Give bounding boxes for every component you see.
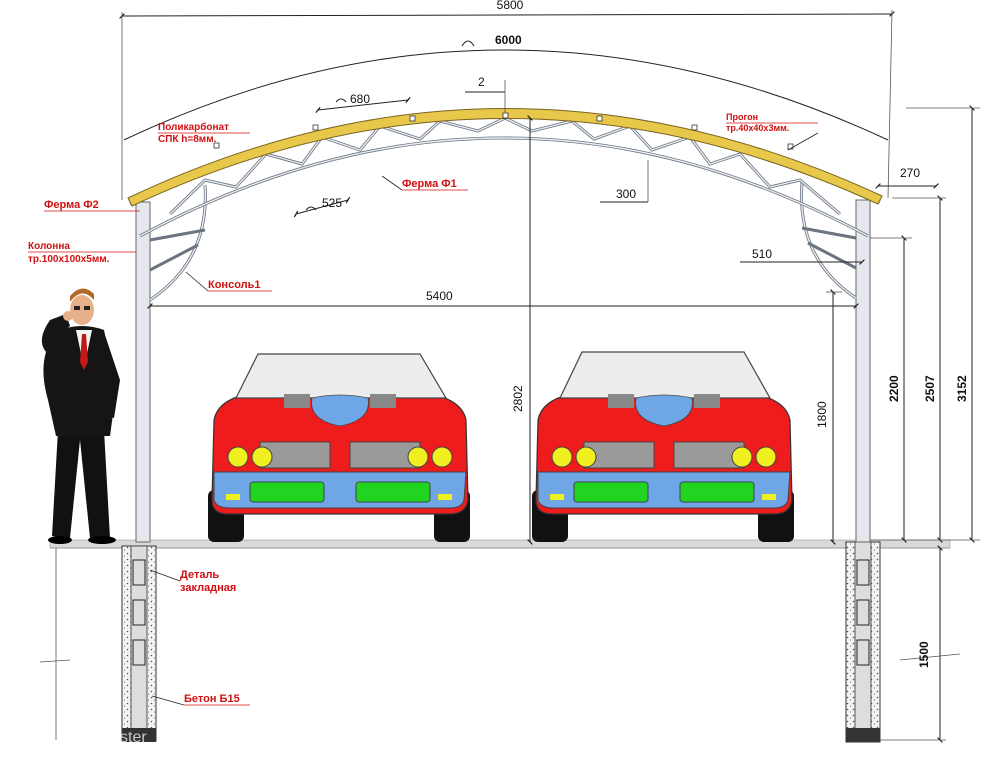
column-left: [135, 201, 151, 543]
dim-truss-spacing: 525: [293, 196, 351, 218]
svg-text:2: 2: [478, 75, 485, 89]
car-right: [532, 351, 794, 542]
dim-overall-width: 5800: [119, 0, 895, 200]
dim-clear-height: 1800: [815, 289, 842, 545]
dim-center-height: 2802: [511, 115, 533, 545]
column-right: [855, 199, 871, 543]
label-truss-f2: Ферма Ф2: [44, 199, 140, 212]
dim-column-span: 5400: [147, 289, 859, 309]
console-right: [799, 181, 857, 300]
dim-arc-length: 6000: [123, 33, 889, 141]
svg-text:тр.40х40х3мм.: тр.40х40х3мм.: [726, 123, 789, 133]
svg-text:3152: 3152: [955, 375, 969, 402]
svg-text:1500: 1500: [917, 641, 931, 668]
svg-text:Прогон: Прогон: [726, 112, 758, 122]
svg-text:510: 510: [752, 247, 772, 261]
label-column: Колонна тр.100х100х5мм.: [28, 241, 136, 265]
svg-text:Колонна: Колонна: [28, 241, 70, 252]
label-concrete: Бетон Б15: [151, 693, 250, 706]
svg-text:5400: 5400: [426, 289, 453, 303]
dim-foundation-depth: 1500: [880, 545, 961, 743]
label-truss-f1: Ферма Ф1: [381, 175, 468, 191]
svg-text:Деталь: Деталь: [180, 569, 219, 581]
label-polycarbonate: Поликарбонат СПК h=8мм.: [158, 121, 250, 145]
svg-text:6000: 6000: [495, 33, 522, 47]
label-purlin: Прогон тр.40х40х3мм.: [726, 112, 819, 151]
dim-console-reach: 510: [740, 247, 865, 265]
dim-arc-offset: 2: [465, 75, 506, 112]
dim-column-top-height: 2507: [892, 195, 946, 543]
svg-text:1800: 1800: [815, 401, 829, 428]
svg-text:закладная: закладная: [180, 582, 236, 594]
polycarbonate-sheet: [127, 108, 883, 207]
svg-text:тр.100х100х5мм.: тр.100х100х5мм.: [28, 254, 110, 265]
man-figure: [41, 288, 120, 544]
dim-column-height: 2200: [870, 235, 912, 543]
console-left: [149, 184, 207, 302]
dim-total-height: 3152: [870, 105, 980, 543]
svg-text:525: 525: [322, 196, 342, 210]
svg-text:2802: 2802: [511, 385, 525, 412]
svg-text:680: 680: [350, 92, 370, 106]
svg-text:5800: 5800: [497, 0, 524, 12]
dim-truss-depth: 300: [600, 160, 649, 203]
svg-text:2200: 2200: [887, 375, 901, 402]
svg-text:300: 300: [616, 187, 636, 201]
foundation-left: [121, 545, 157, 742]
dim-purlin-spacing: 680: [315, 92, 411, 114]
svg-text:Бетон Б15: Бетон Б15: [184, 693, 240, 705]
svg-text:Консоль1: Консоль1: [208, 279, 261, 291]
svg-text:Ферма Ф2: Ферма Ф2: [44, 199, 99, 211]
svg-text:2507: 2507: [923, 375, 937, 402]
label-embedded-part: Деталь закладная: [149, 569, 236, 594]
svg-text:Поликарбонат: Поликарбонат: [158, 121, 229, 133]
watermark-text: ster: [120, 729, 147, 746]
car-left: [208, 353, 470, 542]
svg-text:270: 270: [900, 166, 920, 180]
dim-overhang: 270: [875, 166, 939, 189]
foundation-right: [845, 541, 881, 743]
label-console: Консоль1: [185, 271, 272, 292]
svg-text:Ферма Ф1: Ферма Ф1: [402, 178, 457, 190]
svg-text:СПК h=8мм.: СПК h=8мм.: [158, 134, 217, 145]
ground: [49, 539, 951, 549]
foundation-ref-left: [39, 548, 71, 740]
